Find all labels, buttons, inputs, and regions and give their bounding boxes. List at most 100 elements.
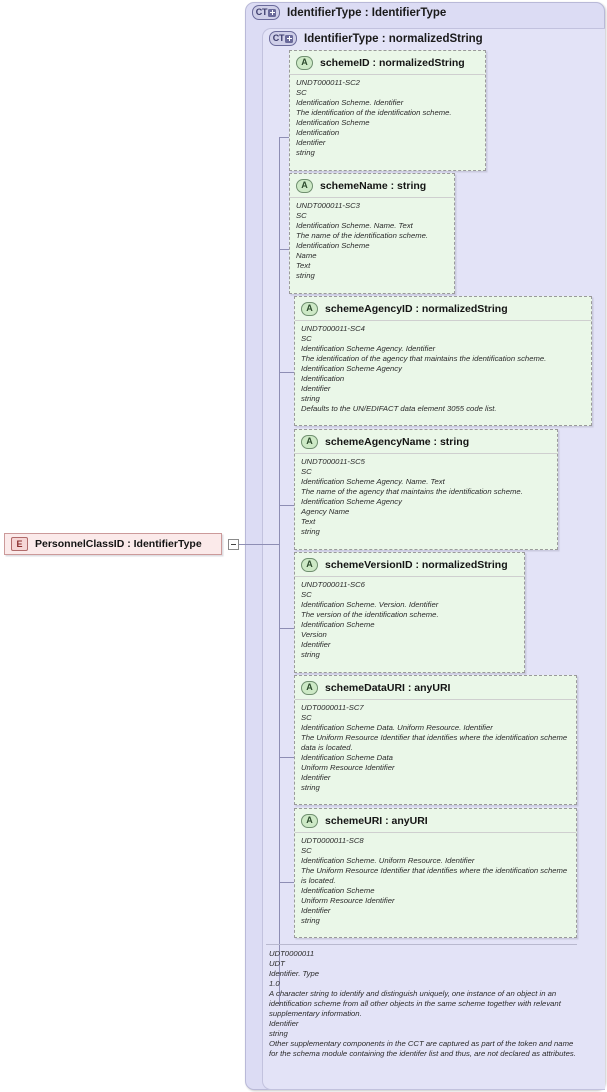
doc-line: UNDT000011-SC4: [301, 324, 365, 333]
doc-line: Identifier. Type: [269, 969, 319, 979]
doc-line: string: [296, 271, 315, 281]
doc-line: string: [301, 783, 320, 793]
doc-line: SC: [301, 590, 312, 600]
doc-line: Identifier: [301, 773, 331, 783]
complex-type-title-outer: IdentifierType : IdentifierType: [287, 6, 447, 19]
doc-line: UDT: [269, 959, 285, 969]
doc-line: Identification Scheme. Version. Identifi…: [301, 600, 439, 610]
doc-line: Identification Scheme Data: [301, 753, 393, 763]
doc-line: Identifier: [296, 138, 326, 148]
doc-line: string: [296, 148, 315, 158]
doc-line: Uniform Resource Identifier: [301, 896, 395, 906]
doc-line: The Uniform Resource Identifier that ide…: [301, 866, 568, 886]
doc-line: Identification Scheme. Uniform Resource.…: [301, 856, 475, 866]
doc-line: Identifier: [269, 1019, 299, 1029]
doc-line: Identification Scheme Agency: [301, 364, 402, 374]
documentation-divider: [266, 944, 577, 945]
doc-line: UDT0000011-SC7: [301, 703, 364, 712]
doc-line: Identification Scheme Agency. Identifier: [301, 344, 436, 354]
attribute-name: schemeURI : anyURI: [325, 814, 428, 827]
attribute-name: schemeName : string: [320, 179, 427, 192]
type-documentation-block: UDT0000011 UDT Identifier. Type 1.0 A ch…: [269, 949, 581, 1060]
doc-line: UDT0000011-SC8: [301, 836, 364, 845]
attribute-name: schemeID : normalizedString: [320, 56, 465, 69]
attribute-box-schemeid[interactable]: A schemeID : normalizedString UNDT000011…: [289, 50, 486, 171]
doc-line: SC: [301, 713, 312, 723]
attribute-badge-icon: A: [301, 434, 318, 449]
doc-line: SC: [301, 334, 312, 344]
doc-line: string: [301, 916, 320, 926]
doc-line: The version of the identification scheme…: [301, 610, 439, 620]
doc-line: Defaults to the UN/EDIFACT data element …: [301, 404, 497, 414]
doc-line: SC: [301, 467, 312, 477]
doc-line: Identifier: [301, 384, 331, 394]
doc-line: Identification Scheme Data. Uniform Reso…: [301, 723, 493, 733]
doc-line: A character string to identify and disti…: [269, 989, 561, 1019]
doc-line: The identification of the identification…: [296, 108, 452, 118]
attribute-header: A schemeAgencyName : string: [295, 430, 557, 454]
connector-to-attribute-7: [279, 882, 294, 883]
doc-line: Name: [296, 251, 317, 261]
attribute-header: A schemeAgencyID : normalizedString: [295, 297, 591, 321]
attribute-box-schemeagencyid[interactable]: A schemeAgencyID : normalizedString UNDT…: [294, 296, 592, 426]
doc-line: UNDT000011-SC6: [301, 580, 365, 589]
ct-expand-plus-icon[interactable]: CT: [252, 5, 280, 20]
doc-line: string: [301, 394, 320, 404]
element-badge-icon: E: [11, 537, 28, 551]
connector-to-attribute-1: [279, 137, 289, 138]
doc-line: Text: [296, 261, 311, 271]
doc-line: SC: [301, 846, 312, 856]
attribute-box-schemeagencyname[interactable]: A schemeAgencyName : string UNDT000011-S…: [294, 429, 558, 550]
doc-line: The name of the agency that maintains th…: [301, 487, 523, 497]
element-box-personnelclassid[interactable]: E PersonnelClassID : IdentifierType: [4, 533, 222, 555]
connector-to-attribute-2: [279, 249, 289, 250]
attribute-header: A schemeName : string: [290, 174, 454, 198]
doc-line: Identification Scheme: [301, 620, 375, 630]
doc-line: Identifier: [301, 640, 331, 650]
attribute-documentation: UNDT000011-SC5 SC Identification Scheme …: [295, 454, 557, 541]
doc-line: UNDT000011-SC3: [296, 201, 360, 210]
complex-type-header-inner[interactable]: CT IdentifierType : normalizedString: [269, 31, 483, 46]
doc-line: SC: [296, 211, 307, 221]
attribute-badge-icon: A: [296, 55, 313, 70]
doc-line: The identification of the agency that ma…: [301, 354, 547, 364]
doc-line: UNDT000011-SC2: [296, 78, 360, 87]
attribute-documentation: UNDT000011-SC6 SC Identification Scheme.…: [295, 577, 524, 664]
element-label: PersonnelClassID : IdentifierType: [35, 538, 202, 550]
expand-plus-icon[interactable]: [268, 8, 277, 17]
doc-line: Identification Scheme Agency: [301, 497, 402, 507]
attribute-documentation: UNDT000011-SC4 SC Identification Scheme …: [295, 321, 591, 418]
attribute-badge-icon: A: [301, 301, 318, 316]
attribute-badge-icon: A: [301, 680, 318, 695]
connector-to-attribute-3: [279, 372, 294, 373]
attribute-name: schemeVersionID : normalizedString: [325, 558, 508, 571]
attribute-name: schemeAgencyName : string: [325, 435, 470, 448]
doc-line: string: [269, 1029, 288, 1039]
doc-line: Identification Scheme. Identifier: [296, 98, 404, 108]
collapse-minus-icon[interactable]: [228, 539, 239, 550]
connector-to-attribute-4: [279, 505, 294, 506]
attribute-badge-icon: A: [296, 178, 313, 193]
ct-expand-plus-icon[interactable]: CT: [269, 31, 297, 46]
connector-element-to-bus: [239, 544, 280, 545]
attribute-box-schemedatauri[interactable]: A schemeDataURI : anyURI UDT0000011-SC7 …: [294, 675, 577, 805]
doc-line: Text: [301, 517, 316, 527]
complex-type-header-outer[interactable]: CT IdentifierType : IdentifierType: [252, 5, 446, 20]
attribute-badge-icon: A: [301, 813, 318, 828]
attribute-documentation: UNDT000011-SC3 SC Identification Scheme.…: [290, 198, 454, 285]
attribute-box-schemename[interactable]: A schemeName : string UNDT000011-SC3 SC …: [289, 173, 455, 294]
attribute-documentation: UDT0000011-SC8 SC Identification Scheme.…: [295, 833, 576, 930]
attribute-documentation: UNDT000011-SC2 SC Identification Scheme.…: [290, 75, 485, 162]
attribute-box-schemeversionid[interactable]: A schemeVersionID : normalizedString UND…: [294, 552, 525, 673]
doc-line: UDT0000011: [269, 949, 315, 958]
doc-line: string: [301, 527, 320, 537]
doc-line: Identification: [301, 374, 345, 384]
attribute-header: A schemeID : normalizedString: [290, 51, 485, 75]
doc-line: 1.0: [269, 979, 280, 989]
attribute-box-schemeuri[interactable]: A schemeURI : anyURI UDT0000011-SC8 SC I…: [294, 808, 577, 938]
doc-line: Identification Scheme: [296, 241, 370, 251]
connector-vertical-bus: [279, 137, 280, 1006]
expand-plus-icon[interactable]: [285, 34, 294, 43]
doc-line: Identification: [296, 128, 340, 138]
attribute-documentation: UDT0000011-SC7 SC Identification Scheme …: [295, 700, 576, 797]
